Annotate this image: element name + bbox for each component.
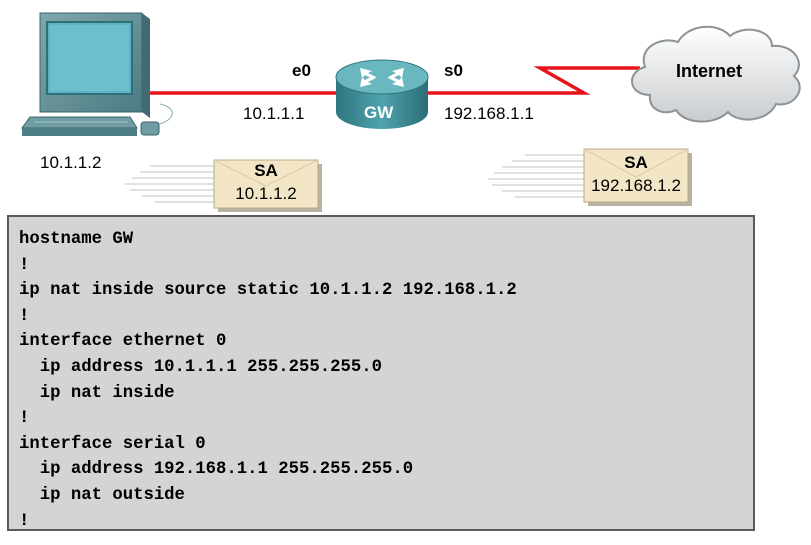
serial-link: [428, 66, 640, 95]
packet-envelope-right-icon: [583, 148, 692, 206]
packet-left: SA 10.1.1.2: [214, 160, 318, 208]
outside-interface-label: s0: [444, 61, 463, 80]
inside-interface-label: e0: [292, 61, 311, 80]
packet-right: SA 192.168.1.2: [584, 149, 688, 202]
config-line: ip nat inside source static 10.1.1.2 192…: [19, 281, 517, 301]
config-line: ip address 192.168.1.1 255.255.255.0: [19, 460, 414, 480]
packet-left-title: SA: [254, 161, 278, 180]
config-line: ip nat inside: [19, 383, 175, 403]
packet-motion-lines-right: [488, 154, 584, 198]
cloud-label: Internet: [676, 61, 743, 81]
packet-motion-lines-left: [125, 165, 214, 203]
router-config-box: hostname GW ! ip nat inside source stati…: [7, 215, 755, 531]
config-line: hostname GW: [19, 230, 134, 249]
packet-envelope-left-icon: [213, 159, 322, 212]
inside-ip-label: 10.1.1.1: [243, 104, 305, 123]
outside-ip-label: 192.168.1.1: [444, 104, 534, 123]
packet-right-title: SA: [624, 153, 648, 172]
router-label: GW: [364, 103, 394, 122]
config-line: !: [19, 255, 30, 275]
config-line: !: [19, 511, 30, 531]
config-line: !: [19, 409, 30, 429]
router-icon: [335, 59, 429, 129]
network-diagram-graphic: [21, 12, 801, 212]
config-line: !: [19, 306, 30, 326]
config-line: ip nat outside: [19, 485, 185, 505]
config-line: interface ethernet 0: [19, 332, 227, 352]
config-line: interface serial 0: [19, 434, 206, 454]
packet-left-address: 10.1.1.2: [235, 184, 297, 203]
pc-ip-label: 10.1.1.2: [40, 153, 102, 172]
internet-cloud-icon: [631, 25, 801, 123]
packet-right-address: 192.168.1.2: [591, 176, 681, 195]
config-line: ip address 10.1.1.1 255.255.255.0: [19, 357, 382, 377]
network-diagram: e0 s0 10.1.1.1 192.168.1.1 GW Internet 1…: [0, 0, 811, 215]
pc-icon: [21, 12, 173, 136]
